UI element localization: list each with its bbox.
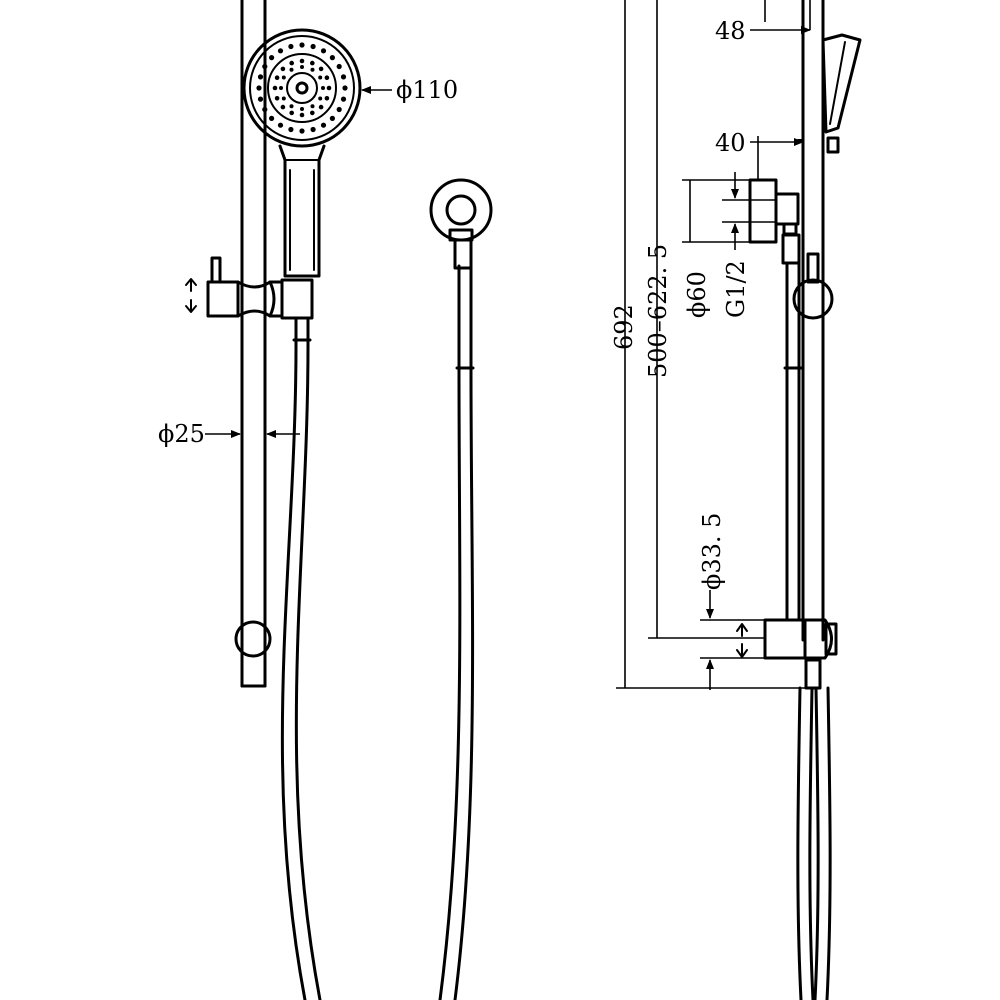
shower-handle [278,144,326,278]
spray-nozzle [257,96,264,102]
spray-nozzle [289,60,295,66]
spray-nozzle [289,110,295,116]
spray-nozzle [310,104,315,109]
dim-label-adjustable-range: 500–622. 5 [644,244,672,378]
dim-adjustable-range: 500–622. 5 [644,0,765,639]
dim-bracket-offset: 48 [715,0,811,45]
spray-nozzle [281,96,286,101]
dim-slider-diameter: ϕ33. 5 [698,513,765,690]
spray-nozzle [310,126,316,133]
spray-nozzle [310,43,316,50]
spray-nozzle [299,112,305,118]
spray-nozzle [299,42,305,48]
spray-nozzle [318,96,323,101]
spray-nozzle [321,86,325,90]
spray-nozzle [269,55,275,61]
spray-nozzle [262,106,268,113]
spray-nozzle [288,43,294,50]
side-slider-knob [792,252,834,320]
side-rail [801,0,825,690]
spray-nozzle [342,85,348,91]
shower-head [242,28,362,148]
spray-nozzle [320,48,327,54]
dim-inlet-thread: G1/2 [722,172,776,318]
spray-nozzle [272,85,278,91]
spray-nozzle [299,58,305,64]
side-bottom-slider [736,618,838,660]
spray-nozzle [289,104,294,109]
spray-nozzle [274,75,280,80]
spray-nozzle [318,66,324,72]
spray-nozzle [280,104,286,110]
side-hose [783,261,832,1000]
spray-nozzle [279,86,283,90]
spray-nozzle [320,122,327,128]
spray-nozzle [257,74,264,80]
shower-hose [280,264,475,1000]
dim-wall-connector-depth: 40 [715,129,804,180]
spray-nozzles [256,42,348,134]
spray-nozzle [274,96,280,101]
spray-nozzle [277,122,284,128]
side-view: 48 40 692 500–622. 5 ϕ60 [610,0,862,1000]
spray-nozzle [336,63,342,70]
dim-label-rail-diameter: ϕ25 [158,420,205,448]
spray-nozzle [336,106,342,113]
spray-nozzle [310,67,315,72]
spray-nozzle [262,63,268,70]
wall-outlet [429,178,493,270]
dim-label-wall-connector-depth: 40 [715,129,746,157]
dim-label-bracket-offset: 48 [715,17,746,45]
spray-nozzle [280,66,286,72]
dim-wall-flange-diameter: ϕ60 [682,179,775,318]
spray-nozzle [288,126,294,133]
spray-nozzle [318,75,323,80]
spray-nozzle [310,60,315,66]
spray-nozzle [340,96,347,102]
spray-nozzle [300,65,304,69]
slider-bracket [206,256,314,320]
dim-label-slider-diameter: ϕ33. 5 [698,513,726,590]
spray-nozzle [281,75,286,80]
spray-nozzle [329,115,335,121]
slide-direction-icon [185,278,197,313]
dim-shower-head-diameter: ϕ110 [361,76,458,104]
rail-end-knob [234,620,272,658]
spray-nozzle [277,48,284,54]
spray-nozzle [324,96,330,101]
dim-label-overall-height: 692 [610,304,638,350]
dim-rail-diameter: ϕ25 [158,420,300,448]
dim-label-head-diameter: ϕ110 [396,76,458,104]
shower-rail [240,0,267,688]
spray-nozzle [310,110,315,116]
spray-nozzle [299,128,305,134]
spray-nozzle [318,104,324,110]
front-view: ϕ110 ϕ25 [158,0,493,1000]
spray-nozzle [300,107,304,111]
spray-nozzle [340,74,347,80]
dim-label-wall-flange-diameter: ϕ60 [683,271,711,318]
spray-nozzle [269,115,275,121]
top-bracket [821,33,862,154]
spray-nozzle [256,85,262,91]
spray-nozzle [326,85,332,91]
spray-nozzle [324,75,330,80]
spray-nozzle [329,55,335,61]
dim-label-inlet-thread: G1/2 [722,260,750,318]
spray-nozzle [289,67,294,72]
